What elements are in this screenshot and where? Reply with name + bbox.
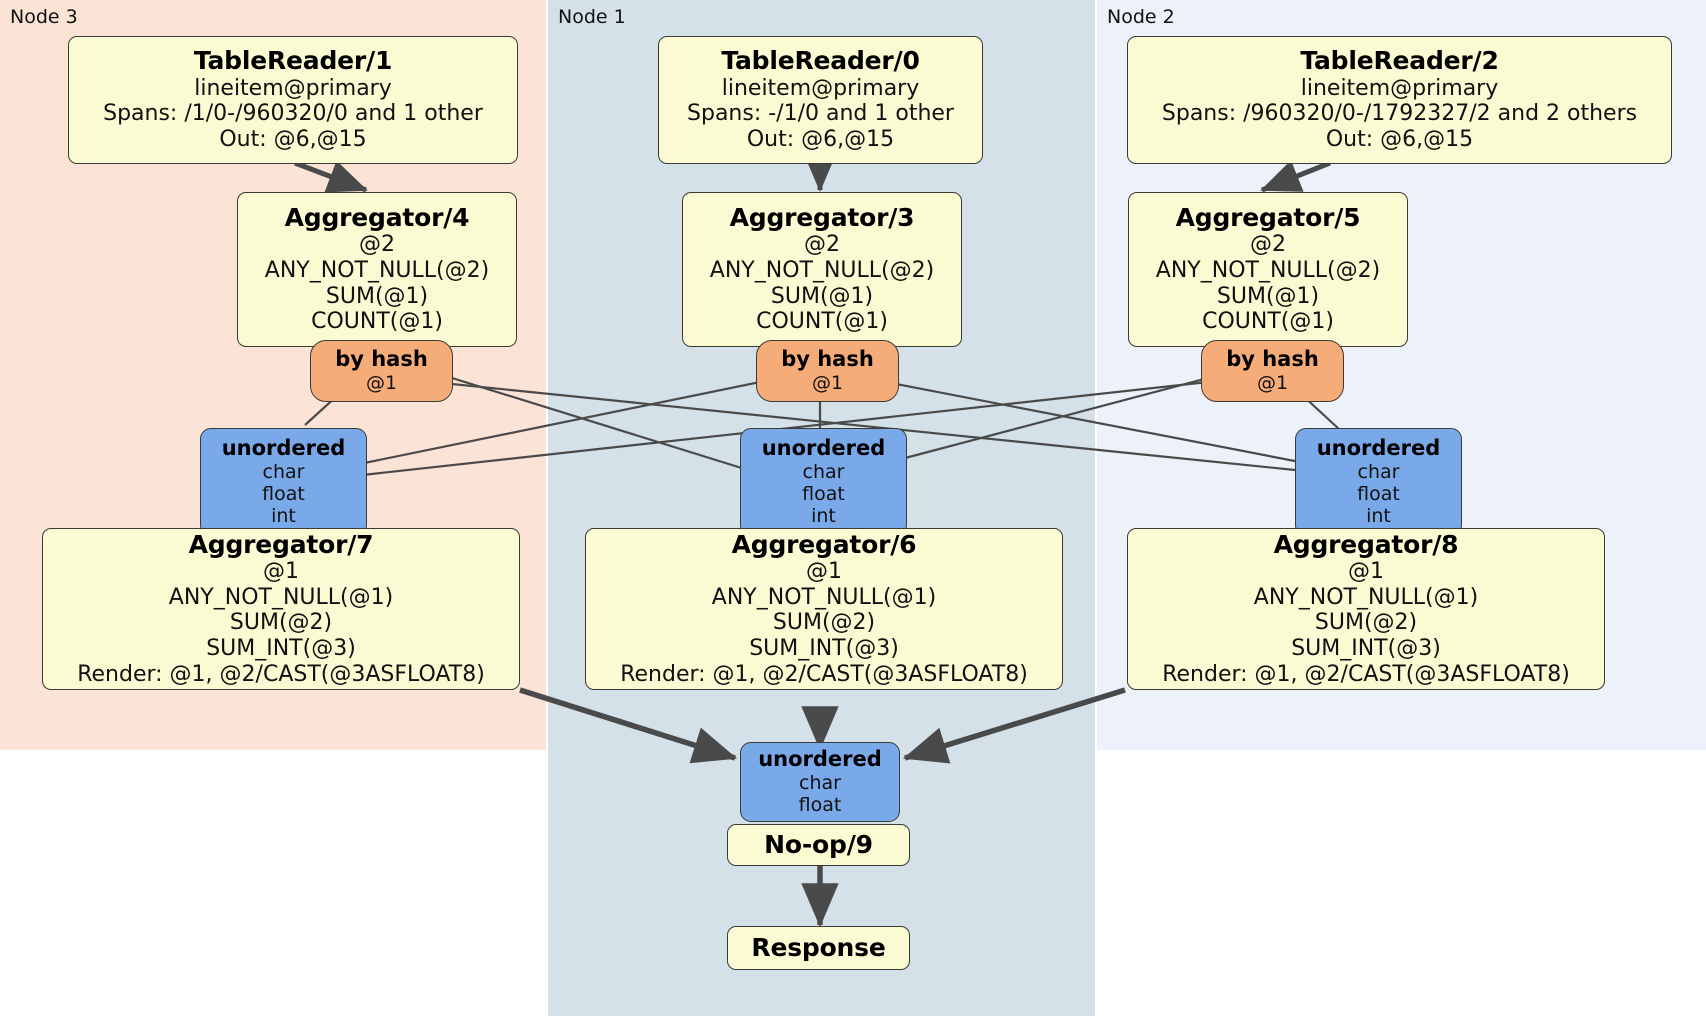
edge-hashright-unorderedcenter	[889, 376, 1209, 464]
processor-line: SUM(@2)	[772, 610, 876, 636]
router-title: unordered	[758, 747, 882, 772]
processor-line: Render: @1, @2/CAST(@3ASFLOAT8)	[77, 661, 485, 687]
processor-line: Spans: -/1/0 and 1 other	[687, 101, 954, 127]
processor-title: Aggregator/7	[188, 529, 374, 559]
processor-line: Out: @6,@15	[746, 126, 895, 152]
processor-aggregator-8[interactable]: Aggregator/8 @1 ANY_NOT_NULL(@1) SUM(@2)…	[1127, 528, 1605, 690]
edge-aggregator8-unorderedfinal	[902, 687, 1126, 764]
processor-line: @1	[263, 558, 299, 584]
router-line: char	[799, 771, 841, 794]
processor-line: Out: @6,@15	[219, 126, 367, 152]
processor-no-op-9[interactable]: No-op/9	[727, 824, 910, 866]
edge-hashleft-unorderedright	[451, 382, 1296, 472]
processor-line: ANY_NOT_NULL(@1)	[711, 584, 937, 610]
processor-title: TableReader/0	[721, 46, 920, 76]
processor-line: @2	[804, 232, 840, 258]
processor-line: ANY_NOT_NULL(@2)	[264, 257, 490, 283]
processor-aggregator-4[interactable]: Aggregator/4 @2 ANY_NOT_NULL(@2) SUM(@1)…	[237, 192, 517, 347]
processor-title: Aggregator/3	[729, 202, 915, 232]
router-unordered-right[interactable]: unordered char float int	[1295, 428, 1462, 536]
processor-title: Aggregator/5	[1175, 202, 1361, 232]
processor-title: No-op/9	[764, 829, 873, 859]
router-line: @1	[365, 371, 398, 394]
processor-table-reader-2[interactable]: TableReader/2 lineitem@primary Spans: /9…	[1127, 36, 1672, 164]
processor-line: SUM_INT(@3)	[1291, 635, 1441, 661]
router-line: float	[1357, 482, 1400, 505]
router-title: by hash	[1226, 347, 1319, 372]
processor-title: Aggregator/8	[1273, 529, 1459, 559]
processor-line: SUM(@2)	[1314, 610, 1418, 636]
router-by-hash-left[interactable]: by hash @1	[310, 340, 453, 402]
processor-line: SUM(@1)	[770, 283, 874, 309]
router-line: float	[798, 793, 842, 816]
edge-tablereader1-aggregator4	[294, 160, 368, 193]
processor-line: lineitem@primary	[1300, 75, 1499, 101]
processor-title: Aggregator/6	[731, 529, 917, 559]
router-title: by hash	[335, 347, 428, 372]
router-line: float	[262, 482, 305, 505]
processor-line: SUM_INT(@3)	[749, 635, 899, 661]
processor-line: @2	[1250, 232, 1286, 258]
router-line: char	[262, 460, 305, 483]
router-line: int	[811, 504, 836, 527]
processor-table-reader-0[interactable]: TableReader/0 lineitem@primary Spans: -/…	[658, 36, 983, 164]
processor-line: SUM(@1)	[1216, 283, 1320, 309]
processor-line: @1	[1348, 558, 1384, 584]
processor-line: Spans: /1/0-/960320/0 and 1 other	[103, 101, 483, 127]
edge-hashleft-unorderedcenter	[451, 376, 749, 472]
processor-line: COUNT(@1)	[311, 309, 443, 335]
router-unordered-final[interactable]: unordered char float	[740, 742, 900, 822]
processor-line: Render: @1, @2/CAST(@3ASFLOAT8)	[620, 661, 1028, 687]
edge-aggregator7-unorderedfinal	[519, 687, 738, 764]
processor-response[interactable]: Response	[727, 926, 910, 970]
processor-line: ANY_NOT_NULL(@1)	[168, 584, 394, 610]
router-by-hash-right[interactable]: by hash @1	[1201, 340, 1344, 402]
processor-line: ANY_NOT_NULL(@1)	[1253, 584, 1479, 610]
processor-line: Spans: /960320/0-/1792327/2 and 2 others	[1161, 101, 1638, 127]
router-unordered-center[interactable]: unordered char float int	[740, 428, 907, 536]
processor-title: TableReader/1	[193, 46, 393, 76]
processor-title: Aggregator/4	[284, 202, 470, 232]
processor-aggregator-3[interactable]: Aggregator/3 @2 ANY_NOT_NULL(@2) SUM(@1)…	[682, 192, 962, 347]
processor-line: @2	[359, 232, 395, 258]
router-line: char	[802, 460, 845, 483]
processor-line: ANY_NOT_NULL(@2)	[709, 257, 935, 283]
processor-line: SUM_INT(@3)	[206, 635, 356, 661]
processor-line: lineitem@primary	[721, 75, 920, 101]
processor-line: Render: @1, @2/CAST(@3ASFLOAT8)	[1162, 661, 1570, 687]
processor-aggregator-7[interactable]: Aggregator/7 @1 ANY_NOT_NULL(@1) SUM(@2)…	[42, 528, 520, 690]
processor-line: lineitem@primary	[194, 75, 392, 101]
processor-line: COUNT(@1)	[756, 309, 888, 335]
router-title: by hash	[781, 347, 874, 372]
router-title: unordered	[761, 436, 886, 461]
node-panel-label-node1: Node 1	[558, 6, 626, 28]
edge-tablereader2-aggregator5	[1260, 160, 1331, 193]
processor-aggregator-5[interactable]: Aggregator/5 @2 ANY_NOT_NULL(@2) SUM(@1)…	[1128, 192, 1408, 347]
processor-line: SUM(@2)	[229, 610, 333, 636]
router-unordered-left[interactable]: unordered char float int	[200, 428, 367, 536]
router-title: unordered	[1316, 436, 1441, 461]
processor-line: ANY_NOT_NULL(@2)	[1155, 257, 1381, 283]
router-line: int	[1366, 504, 1391, 527]
router-line: @1	[1256, 371, 1289, 394]
router-line: float	[802, 482, 845, 505]
processor-title: TableReader/2	[1300, 46, 1499, 76]
node-panel-label-node2: Node 2	[1107, 6, 1175, 28]
processor-table-reader-1[interactable]: TableReader/1 lineitem@primary Spans: /1…	[68, 36, 518, 164]
edge-hashcenter-unorderedleft	[329, 380, 761, 472]
processor-line: COUNT(@1)	[1202, 309, 1334, 335]
processor-line: @1	[806, 558, 842, 584]
processor-title: Response	[751, 932, 886, 962]
edge-hashcenter-unorderedright	[885, 380, 1301, 464]
node-panel-label-node3: Node 3	[10, 6, 78, 28]
router-line: char	[1357, 460, 1400, 483]
router-title: unordered	[221, 436, 346, 461]
processor-aggregator-6[interactable]: Aggregator/6 @1 ANY_NOT_NULL(@1) SUM(@2)…	[585, 528, 1063, 690]
router-line: int	[271, 504, 296, 527]
processor-line: SUM(@1)	[325, 283, 429, 309]
router-by-hash-center[interactable]: by hash @1	[756, 340, 899, 402]
router-line: @1	[811, 371, 844, 394]
processor-line: Out: @6,@15	[1325, 126, 1474, 152]
